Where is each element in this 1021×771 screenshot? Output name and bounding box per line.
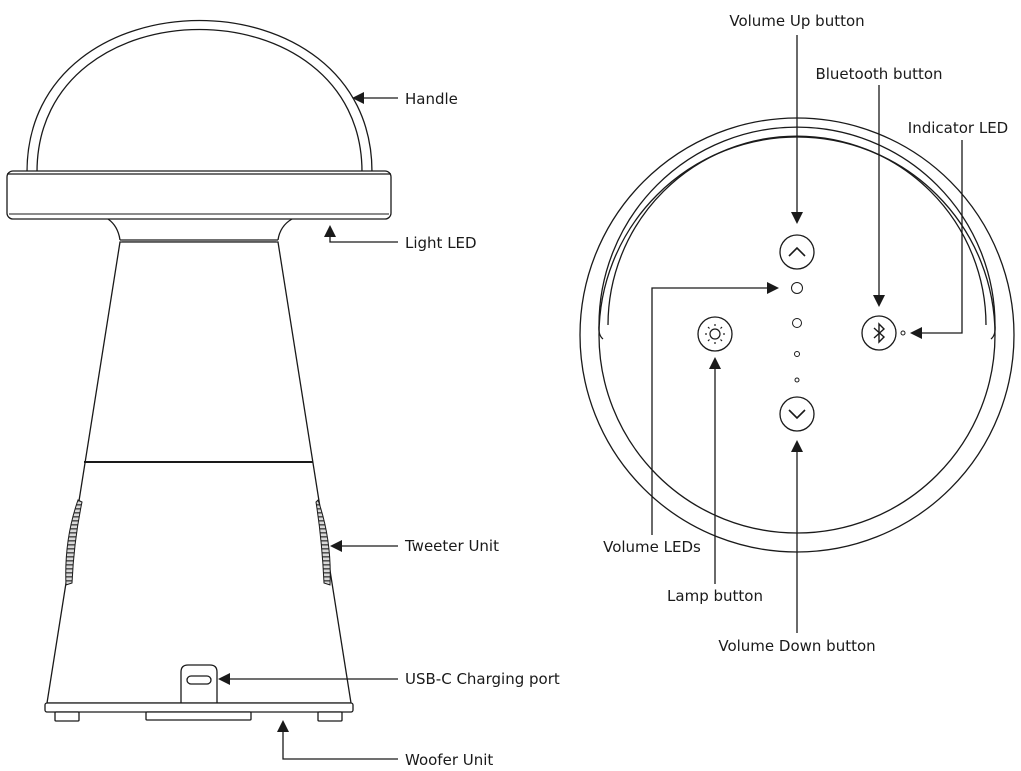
label-handle: Handle [405, 90, 458, 108]
label-tweeter-unit: Tweeter Unit [404, 537, 499, 555]
callout-volume-up: Volume Up button [729, 12, 865, 224]
callout-woofer-unit: Woofer Unit [277, 720, 493, 769]
label-indicator-led: Indicator LED [908, 119, 1008, 137]
callout-indicator-led: Indicator LED [908, 119, 1008, 339]
chevron-down-icon [788, 409, 806, 420]
indicator-led [900, 330, 906, 336]
woofer-unit [145, 711, 252, 721]
volume-down-button [779, 396, 815, 432]
tweeter-grille-left [65, 499, 83, 586]
label-volume-up: Volume Up button [729, 12, 864, 30]
bluetooth-button [861, 315, 897, 351]
speaker-side-view [6, 19, 392, 722]
chevron-up-icon [788, 246, 806, 257]
volume-leds [791, 282, 803, 383]
label-usb-c-port: USB-C Charging port [405, 670, 560, 688]
tweeter-grille-right [315, 499, 331, 586]
base-plate [44, 702, 354, 713]
top-ring [6, 170, 392, 220]
callout-volume-leds: Volume LEDs [603, 282, 779, 556]
callout-usb-c-port: USB-C Charging port [218, 670, 560, 688]
lamp-button [697, 316, 733, 352]
callout-tweeter-unit: Tweeter Unit [330, 537, 499, 555]
callout-lamp: Lamp button [667, 357, 763, 605]
label-woofer-unit: Woofer Unit [405, 751, 493, 769]
label-bluetooth: Bluetooth button [815, 65, 942, 83]
bluetooth-icon [873, 322, 886, 344]
callout-handle: Handle [352, 90, 458, 108]
label-lamp: Lamp button [667, 587, 763, 605]
neck [107, 218, 121, 241]
label-light-led: Light LED [405, 234, 477, 252]
callout-volume-down: Volume Down button [718, 440, 876, 655]
callout-light-led: Light LED [324, 225, 477, 252]
handle [26, 19, 373, 173]
volume-up-button [779, 234, 815, 270]
label-volume-leds: Volume LEDs [603, 538, 701, 556]
sun-icon [705, 324, 725, 344]
cone-body [46, 241, 352, 704]
label-volume-down: Volume Down button [718, 637, 875, 655]
usb-c-port [180, 664, 218, 703]
callout-bluetooth: Bluetooth button [815, 65, 943, 307]
